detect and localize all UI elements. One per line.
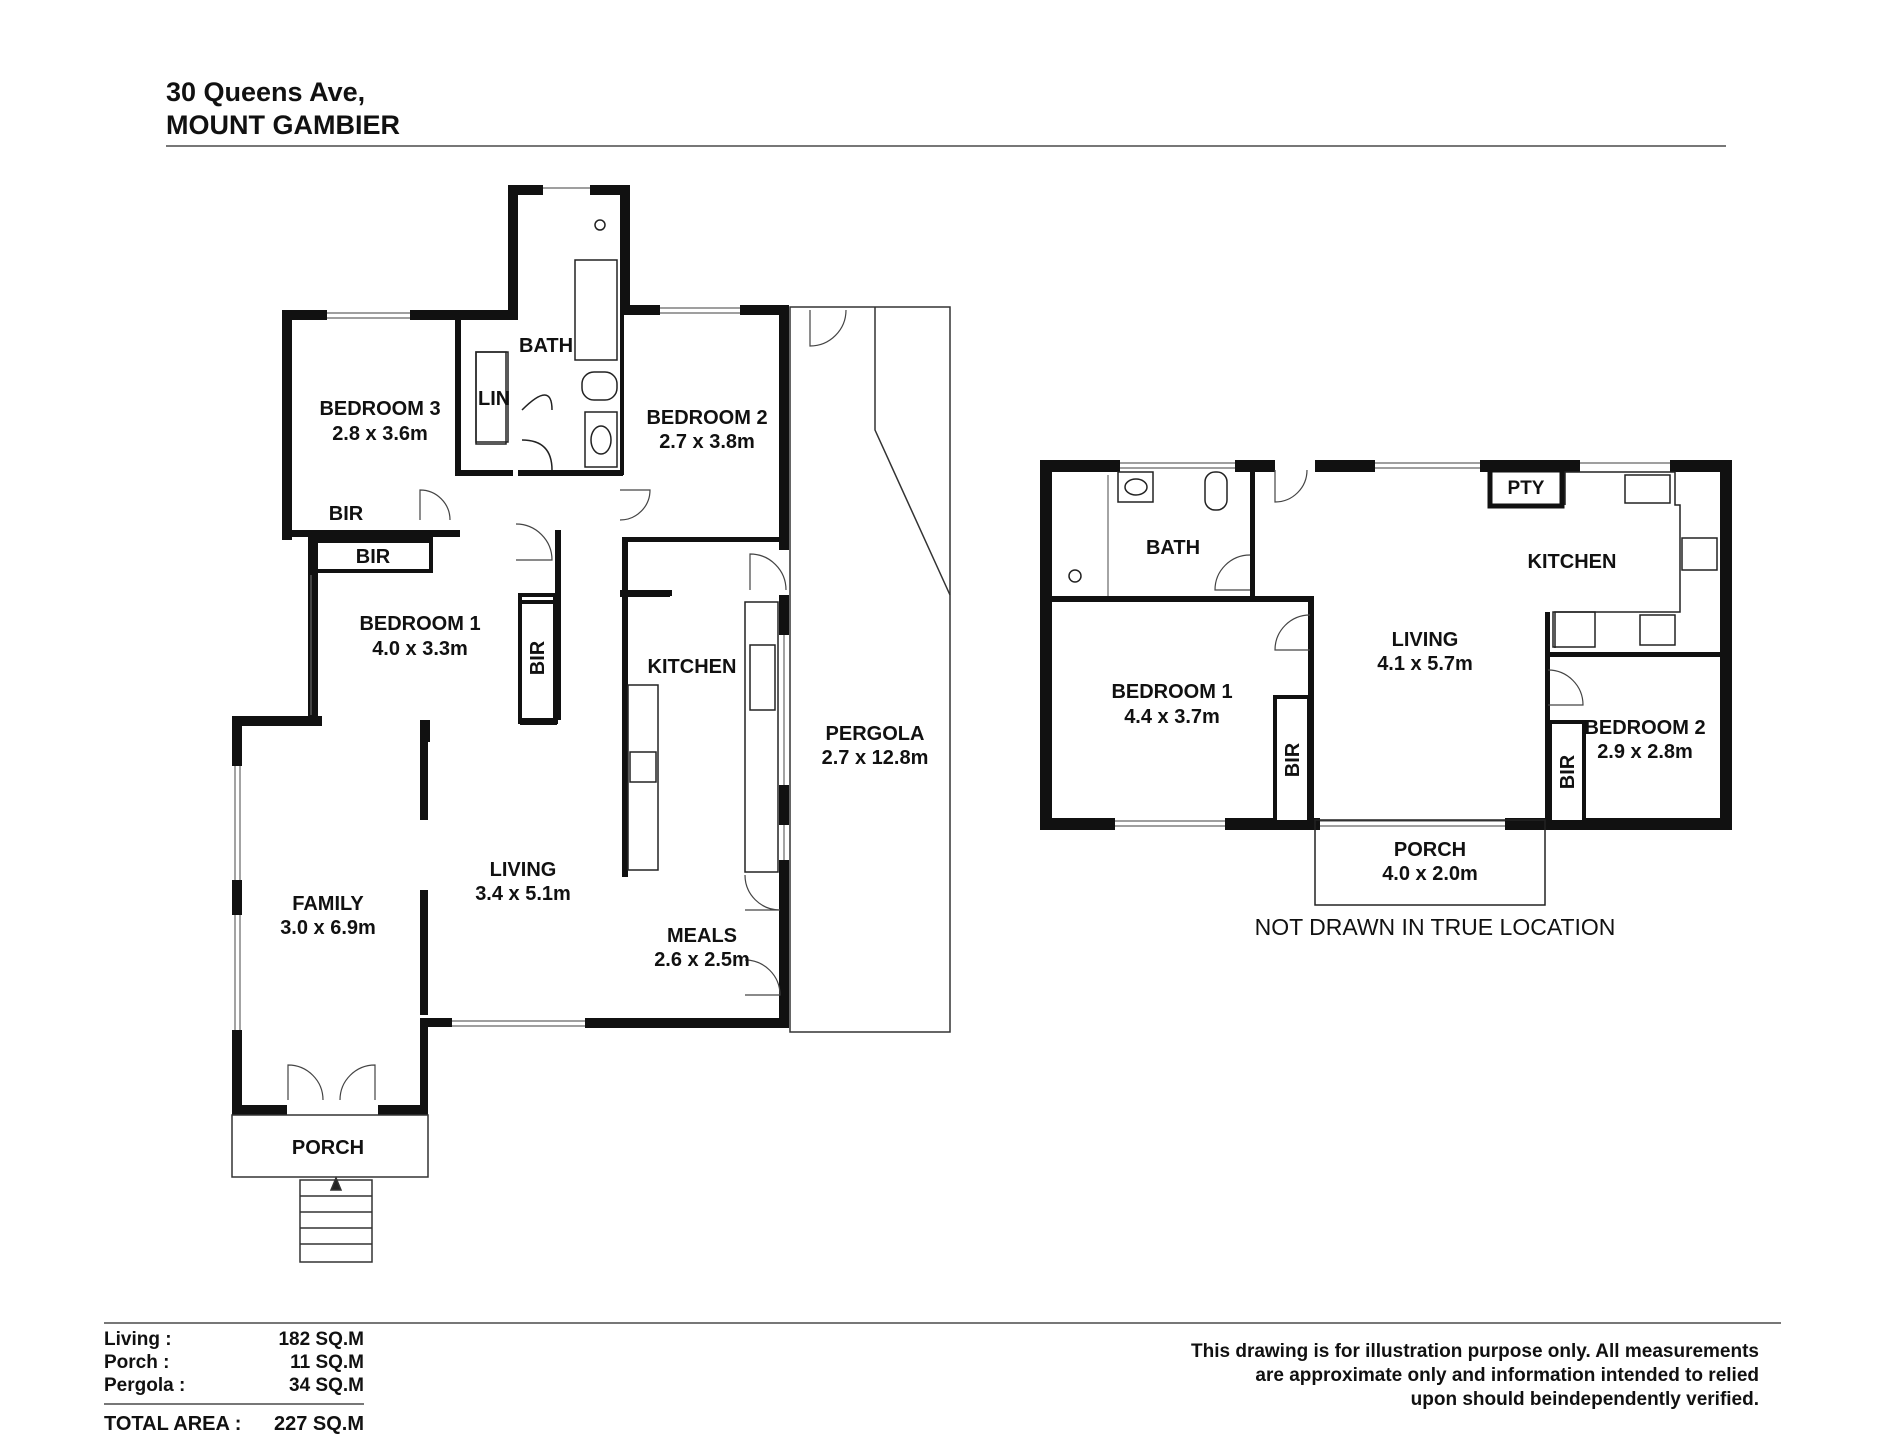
room-label-bedroom3: BEDROOM 3 [319,398,440,420]
room-dim-family: 3.0 x 6.9m [280,917,376,939]
area-row-porch: Porch : 11 SQ.M [104,1351,364,1374]
address-line-2: MOUNT GAMBIER [166,110,400,140]
sec-label-bir-b: BIR [1557,754,1579,789]
address-line-1: 30 Queens Ave, [166,77,366,107]
pergola-outline [789,306,951,1033]
room-label-bedroom1: BEDROOM 1 [359,613,480,635]
area-label: Living : [104,1329,172,1350]
front-porch-steps [231,1114,429,1263]
header-divider [166,145,1726,147]
room-label-linen: LIN [478,388,510,410]
sec-label-bath: BATH [1146,537,1200,559]
room-label-bir-a: BIR [329,503,364,525]
room-dim-meals: 2.6 x 2.5m [654,949,750,971]
room-dim-bedroom1: 4.0 x 3.3m [372,638,468,660]
room-label-porch: PORCH [292,1137,364,1159]
secondary-doors [1214,469,1584,706]
sec-dim-bedroom1: 4.4 x 3.7m [1124,706,1220,728]
kitchen-benches [627,601,779,873]
room-dim-bedroom3: 2.8 x 3.6m [332,423,428,445]
sec-label-living: LIVING [1392,629,1459,651]
room-dim-pergola: 2.7 x 12.8m [822,747,929,769]
not-true-location-note: NOT DRAWN IN TRUE LOCATION [1255,914,1616,940]
area-value: 34 SQ.M [289,1375,364,1396]
area-value: 11 SQ.M [290,1352,364,1373]
bir-outline-1 [518,593,557,722]
secondary-windows [1107,462,1670,827]
room-dim-bedroom2: 2.7 x 3.8m [659,431,755,453]
sec-dim-porch: 4.0 x 2.0m [1382,863,1478,885]
sec-label-bedroom2: BEDROOM 2 [1584,717,1705,739]
secondary-fixtures [1068,471,1718,906]
disclaimer-line-3: upon should beindependently verified. [1410,1389,1759,1410]
room-label-bir-c: BIR [527,640,549,675]
main-floor-plan: BATH LIN BEDROOM 3 2.8 x 3.6m BEDROOM 2 … [231,185,951,1263]
secondary-floor-plan: BATH PTY KITCHEN LIVING 4.1 x 5.7m BEDRO… [1040,460,1732,940]
room-label-pergola: PERGOLA [826,723,925,745]
room-dim-living: 3.4 x 5.1m [475,883,571,905]
address-title: 30 Queens Ave, MOUNT GAMBIER [166,76,400,142]
secondary-walls [1040,460,1732,830]
area-value: 182 SQ.M [278,1329,364,1350]
sec-label-pantry: PTY [1508,478,1545,499]
room-label-bath: BATH [519,335,573,357]
area-label: Pergola : [104,1375,186,1396]
area-row-pergola: Pergola : 34 SQ.M [104,1374,364,1397]
main-walls [232,185,789,1115]
sec-label-bedroom1: BEDROOM 1 [1111,681,1232,703]
area-row-living: Living : 182 SQ.M [104,1328,364,1351]
sec-label-kitchen: KITCHEN [1528,551,1617,573]
room-label-living: LIVING [490,859,557,881]
disclaimer-line-1: This drawing is for illustration purpose… [1191,1341,1759,1362]
room-label-bedroom2: BEDROOM 2 [646,407,767,429]
main-windows [234,187,785,1030]
linen-cupboard [475,351,507,445]
room-label-meals: MEALS [667,925,737,947]
sec-dim-living: 4.1 x 5.7m [1377,653,1473,675]
area-label: Porch : [104,1352,170,1373]
main-doors [287,309,847,1101]
sec-label-porch: PORCH [1394,839,1466,861]
footer-divider [104,1322,1781,1324]
room-label-kitchen: KITCHEN [648,656,737,678]
area-total-divider [104,1403,364,1405]
disclaimer-line-2: are approximate only and information int… [1255,1365,1759,1386]
disclaimer-text: This drawing is for illustration purpose… [999,1340,1759,1412]
room-label-family: FAMILY [292,893,364,915]
sec-label-bir-a: BIR [1282,742,1304,777]
sec-dim-bedroom2: 2.9 x 2.8m [1597,741,1693,763]
room-label-bir-b: BIR [356,546,391,568]
area-summary: Living : 182 SQ.M Porch : 11 SQ.M Pergol… [104,1328,364,1397]
